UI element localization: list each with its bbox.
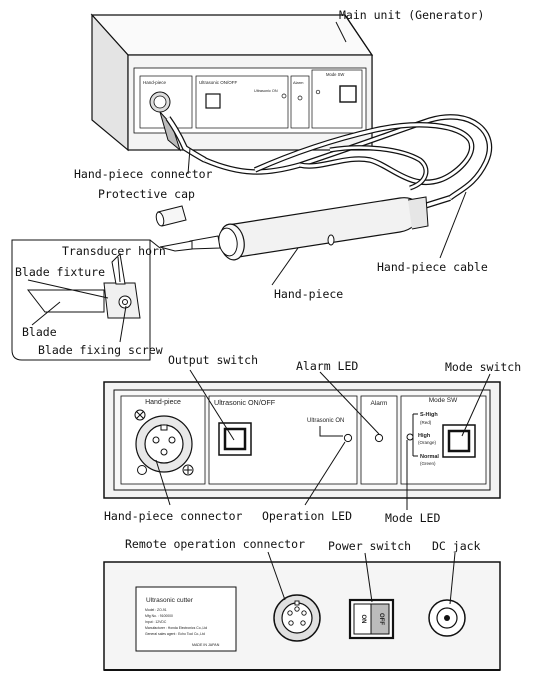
operation-led-label: Operation LED [262, 509, 352, 523]
alarm-led-label: Alarm LED [296, 359, 358, 373]
nameplate-line3: Input : 12VDC [145, 620, 167, 624]
mode-high-color: (Red) [420, 420, 432, 425]
mode-high-label: S-High [420, 412, 438, 418]
front-panel-leader-lines [155, 369, 491, 510]
blade-detail-inset [11, 239, 161, 361]
hand-piece-cable-label: Hand-piece cable [377, 260, 488, 274]
transducer-horn-label: Transducer horn [62, 244, 166, 258]
nameplate-line1: Model : ZO-91 [145, 608, 167, 612]
mini-handpiece-label: Hand-piece [143, 80, 167, 85]
blade-fixing-screw-label: Blade fixing screw [38, 343, 163, 357]
panel-mode-title: Mode SW [429, 397, 458, 404]
hand-piece-illustration [159, 196, 429, 261]
nameplate-line5: General sales agent : Echo Tool Co.,Ltd [145, 632, 205, 636]
nameplate [135, 586, 237, 652]
nameplate-title: Ultrasonic cutter [146, 597, 194, 604]
handpiece-connector-top-label: Hand-piece connector [74, 167, 213, 181]
mode-mid-color: (Orange) [418, 440, 437, 445]
handpiece-connector-bottom-label: Hand-piece connector [104, 509, 243, 523]
top-leader-lines [27, 21, 467, 343]
front-panel: Hand-piece Ultrasonic ON/OFF Ultrasonic … [103, 381, 501, 499]
mode-mid-label: High [418, 433, 431, 439]
mode-normal-color: (Green) [420, 461, 436, 466]
power-on-label: ON [360, 615, 366, 624]
handpiece-cable-illustration [203, 114, 493, 211]
blade-label: Blade [22, 325, 57, 339]
hand-piece-label: Hand-piece [274, 287, 343, 301]
rear-panel-leader-lines [267, 551, 456, 605]
mode-switch-label: Mode switch [445, 360, 521, 374]
mode-normal-label: Normal [420, 454, 439, 460]
nameplate-line4: Manufacturer : Honda Electronics Co.,Ltd [145, 626, 207, 630]
ultrasonic-on-label: Ultrasonic ON [307, 418, 344, 424]
mini-mode-label: Mode SW [326, 72, 344, 77]
alarm-led [374, 433, 384, 443]
main-unit-illustration: Hand-piece Ultrasonic ON/OFF Ultrasonic … [90, 13, 374, 163]
mini-ultrasonic-on-label: Ultrasonic ON [254, 89, 278, 93]
mode-led [406, 433, 414, 441]
operation-led [343, 433, 353, 443]
mini-mode-switch [339, 85, 357, 103]
nameplate-line2: Mfg No. : 9100000 [145, 614, 173, 618]
blade-fixture-label: Blade fixture [15, 265, 105, 279]
nameplate-made: MADE IN JAPAN [192, 643, 220, 647]
power-off-label: OFF [378, 613, 384, 625]
protective-cap-illustration [155, 205, 187, 227]
remote-connector-label: Remote operation connector [125, 537, 305, 551]
panel-handpiece-title: Hand-piece [145, 399, 181, 406]
mini-alarm-label: Alarm [293, 80, 304, 85]
output-switch-label: Output switch [168, 353, 258, 367]
main-unit-label: Main unit (Generator) [339, 8, 484, 22]
panel-ultrasonic-title: Ultrasonic ON/OFF [214, 398, 276, 407]
mini-output-switch [205, 93, 221, 109]
power-switch-label: Power switch [328, 539, 411, 553]
mini-ultrasonic-label: Ultrasonic ON/OFF [199, 80, 238, 85]
mode-led-label: Mode LED [385, 511, 440, 525]
rear-panel: Ultrasonic cutter Model : ZO-91 Mfg No. … [103, 561, 501, 671]
panel-alarm-title: Alarm [371, 400, 388, 407]
dc-jack-label: DC jack [432, 539, 481, 553]
protective-cap-label: Protective cap [98, 187, 195, 201]
